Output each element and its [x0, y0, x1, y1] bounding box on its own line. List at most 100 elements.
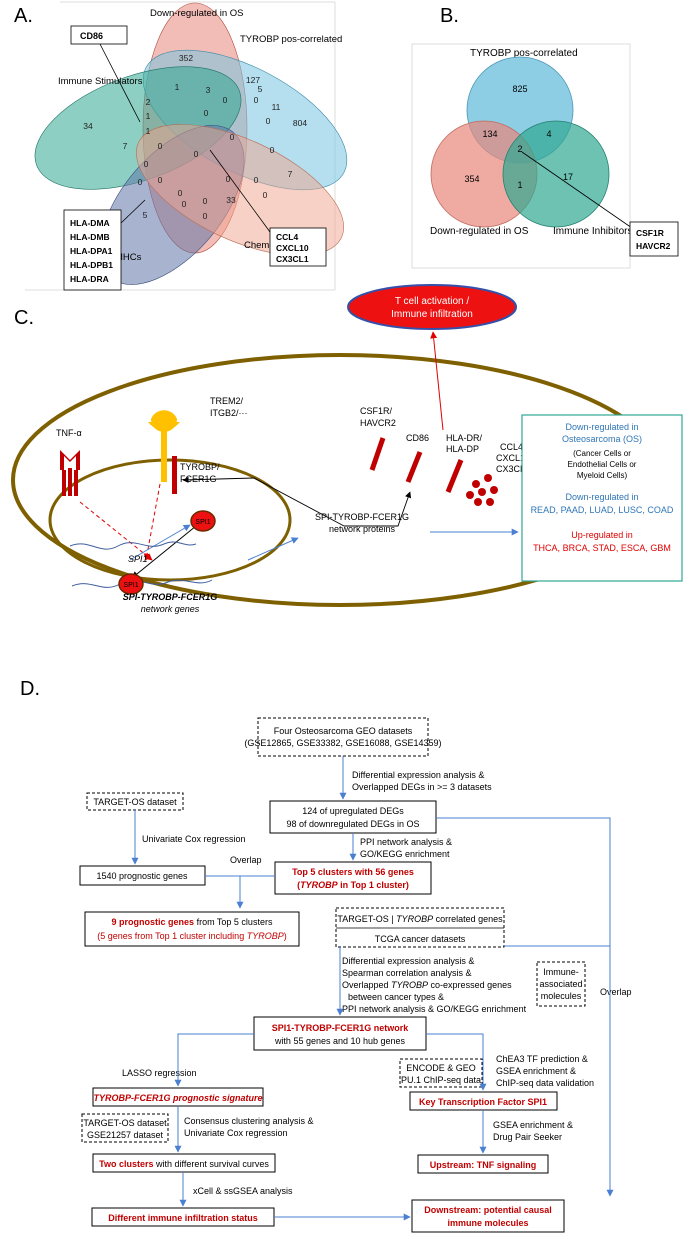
- result-cells-2: Endothelial Cells or: [568, 460, 637, 469]
- key-tf-label: Key Transcription Factor SPI1: [419, 1097, 547, 1107]
- target-corr-pre: TARGET-OS |: [337, 914, 396, 924]
- region-count: 7: [123, 141, 128, 151]
- svg-text:9 prognostic genes from Top 5: 9 prognostic genes from Top 5 clusters: [112, 917, 273, 927]
- immune-line-1: Immune-: [543, 967, 579, 977]
- region-count: 5: [258, 84, 263, 94]
- region-count: 0: [254, 95, 259, 105]
- ccl4-label-2: CXCL10/: [496, 453, 533, 463]
- two-clusters-bold: Two clusters: [99, 1159, 153, 1169]
- top5-box: [274, 861, 432, 895]
- nine-line-2-pre: (5 genes from Top 1 cluster including: [97, 931, 246, 941]
- t-cell-label-2: Immune infiltration: [391, 309, 473, 320]
- upstream-label: Upstream: TNF signaling: [430, 1160, 537, 1170]
- count-down-inhibitors: 1: [517, 180, 522, 190]
- region-count: 804: [293, 118, 307, 128]
- result-up-list: THCA, BRCA, STAD, ESCA, GBM: [533, 543, 671, 553]
- spi1-node-top-label: SPI1: [195, 519, 210, 526]
- mid-1: Differential expression analysis &: [342, 956, 474, 966]
- box-immune-inhibitors: [629, 221, 679, 257]
- overlap-left: Overlap: [230, 855, 262, 865]
- box-mhcs: [63, 209, 122, 291]
- mid-3-post: co-expressed genes: [428, 980, 512, 990]
- ppi-2: GO/KEGG enrichment: [360, 849, 450, 859]
- ccl4-label-3: CX3CL1: [496, 464, 530, 474]
- csf1r-label-1: CSF1R/: [360, 406, 393, 416]
- t-cell-label-1: T cell activation /: [395, 296, 470, 307]
- degs-box: [269, 800, 437, 834]
- consensus-1: Consensus clustering analysis &: [184, 1116, 314, 1126]
- region-count: 0: [138, 177, 143, 187]
- downstream-line-1: Downstream: potential causal: [424, 1205, 552, 1215]
- box-mhcs-item: HLA-DMB: [70, 232, 110, 242]
- region-count: 0: [158, 141, 163, 151]
- region-count: 1: [175, 82, 180, 92]
- count-all-three: 2: [517, 144, 522, 154]
- consensus-2: Univariate Cox regression: [184, 1128, 288, 1138]
- csf1r-receptor: [369, 437, 386, 471]
- box-chemokines-item: CXCL10: [276, 243, 309, 253]
- set-label-b-downregulated: Down-regulated in OS: [430, 226, 529, 237]
- target-os: TARGET-OS dataset: [93, 797, 177, 807]
- xcell-label: xCell & ssGSEA analysis: [193, 1186, 293, 1196]
- region-count: 0: [203, 196, 208, 206]
- signature-label: TYROBP-FCER1G prognostic signature: [93, 1093, 262, 1103]
- panel-a: A. Down-regulated in OS TYROBP pos-corre…: [14, 1, 348, 291]
- box-chemokines: [269, 227, 327, 267]
- set-label-b-tyrobp: TYROBP pos-correlated: [470, 48, 578, 59]
- downstream-box: [411, 1199, 565, 1233]
- two-clusters-box: [92, 1153, 276, 1173]
- top5-line-2-italic: TYROBP: [300, 880, 339, 890]
- t-cell-activation-ellipse: [347, 284, 517, 330]
- svg-text:(5 genes from Top 1 cluster in: (5 genes from Top 1 cluster including TY…: [97, 931, 286, 941]
- box-mhcs-item: HLA-DMA: [70, 218, 110, 228]
- set-label-b-inhibitors: Immune Inhibitors: [553, 226, 632, 237]
- gsea-1: GSEA enrichment &: [493, 1120, 573, 1130]
- degs-line-1: 124 of upregulated DEGs: [302, 806, 404, 816]
- svg-text:Two clusters with different su: Two clusters with different survival cur…: [99, 1159, 269, 1169]
- cd86-label: CD86: [406, 433, 429, 443]
- count-tyrobp-only: 825: [512, 84, 527, 94]
- target-gse-box: [81, 1113, 169, 1143]
- nine-line-1-rest: from Top 5 clusters: [194, 917, 273, 927]
- immune-line-2: associated: [539, 979, 582, 989]
- box-immune-stimulators: [70, 25, 128, 45]
- mid-2: Spearman correlation analysis &: [342, 968, 472, 978]
- spi1-node-top: [190, 510, 216, 532]
- count-tyrobp-down: 134: [482, 129, 497, 139]
- tnf-receptor-icon: [60, 450, 80, 496]
- count-tyrobp-inhibitors: 4: [546, 129, 551, 139]
- csf1r-label-2: HAVCR2: [360, 418, 396, 428]
- chemokine-dots: [466, 474, 498, 506]
- result-up-in: Up-regulated in: [571, 530, 633, 540]
- count-inhibitors-only: 17: [563, 172, 573, 182]
- svg-text:TARGET-OS | TYROBP correlated: TARGET-OS | TYROBP correlated genes: [337, 914, 503, 924]
- region-counts: 352 127 804 34 2 1 3 5 11 1 1 7 0 0 0 0 …: [83, 53, 307, 221]
- set-label-mhcs: MHCs: [115, 252, 142, 263]
- box-mhcs-item: HLA-DRA: [70, 274, 109, 284]
- svg-text:(TYROBP in Top 1 cluster): (TYROBP in Top 1 cluster): [297, 880, 409, 890]
- network-proteins-label-1: SPI-TYROBP-FCER1G: [315, 512, 409, 522]
- circle-immune-inhibitors: [502, 120, 610, 228]
- region-count: 0: [178, 188, 183, 198]
- geo-line-2: (GSE12865, GSE33382, GSE16088, GSE14359): [244, 738, 441, 748]
- network-genes-label-2: network genes: [141, 604, 200, 614]
- tyrobp-label-2: FCER1G: [180, 474, 217, 484]
- degs-line-2: 98 of downregulated DEGs in OS: [286, 819, 419, 829]
- result-down-list: READ, PAAD, LUAD, LUSC, COAD: [531, 505, 674, 515]
- network-box: [253, 1016, 427, 1051]
- geo-datasets-box: [257, 717, 429, 757]
- flow-arrows: [131, 756, 614, 1221]
- region-count: 0: [158, 175, 163, 185]
- box-chemokines-item: CX3CL1: [276, 254, 309, 264]
- region-count: 11: [272, 102, 281, 112]
- result-down-os-1: Down-regulated in: [565, 422, 638, 432]
- result-down-in: Down-regulated in: [565, 492, 638, 502]
- region-count: 3: [206, 85, 211, 95]
- immune-status-label: Different immune infiltration status: [108, 1213, 258, 1223]
- overlap-right: Overlap: [600, 987, 632, 997]
- region-count: 0: [266, 116, 271, 126]
- downstream-line-2: immune molecules: [447, 1218, 528, 1228]
- step-diff-1: Differential expression analysis &: [352, 770, 484, 780]
- box-mhcs-item: HLA-DPB1: [70, 260, 113, 270]
